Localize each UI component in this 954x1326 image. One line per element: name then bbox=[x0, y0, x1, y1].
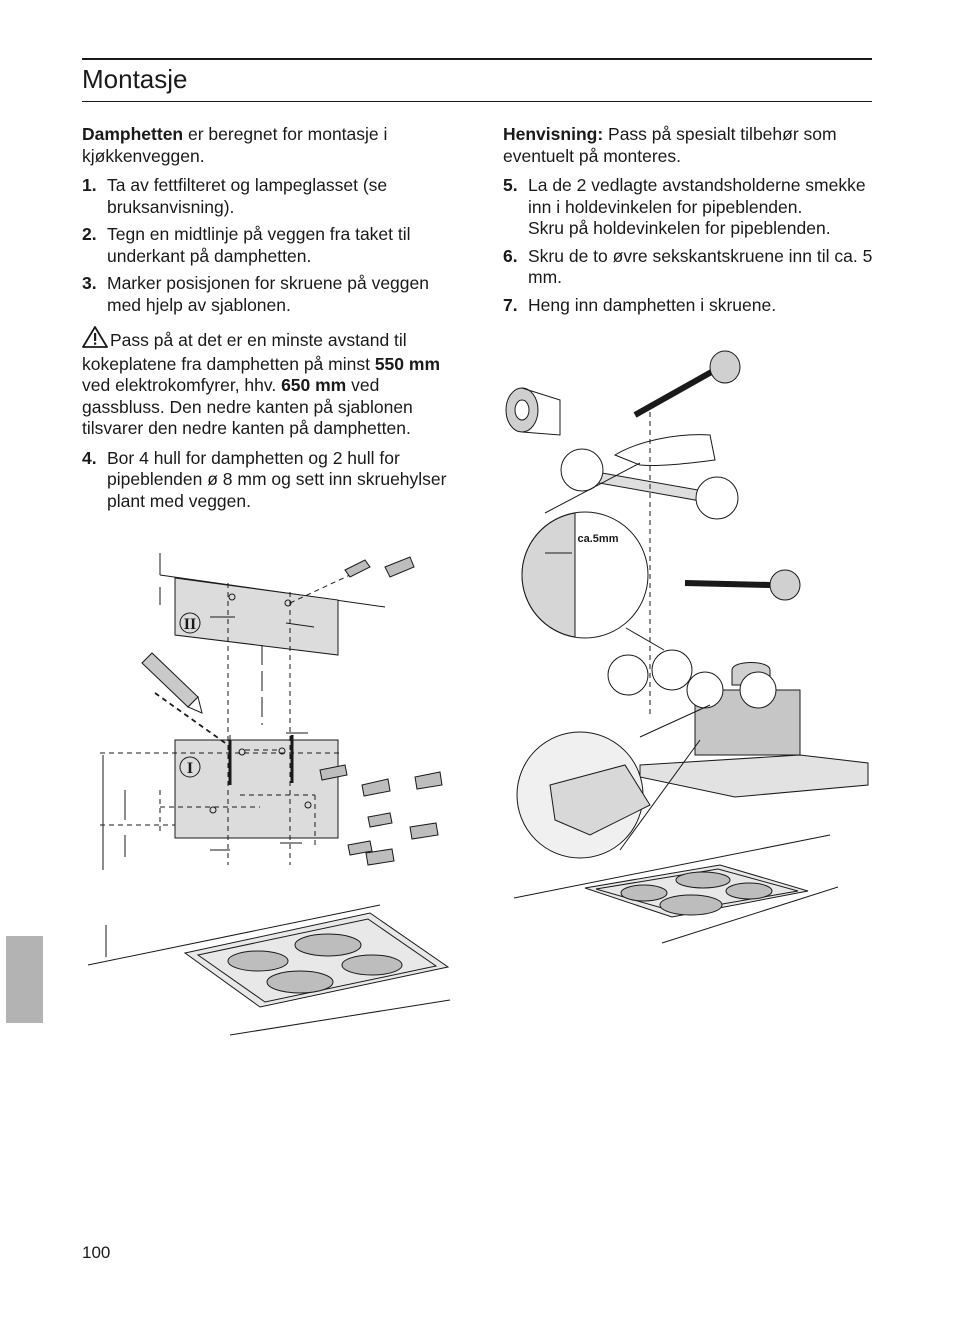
step-5-line-1: La de 2 vedlagte avstandsholderne smekke… bbox=[528, 175, 866, 217]
hood-mounting-illustration: ca.5mm bbox=[505, 350, 869, 944]
section-side-tab bbox=[6, 936, 43, 1023]
step-3: 3. Marker posisjonen for skruene på vegg… bbox=[82, 273, 452, 316]
step-6: 6. Skru de to øvre sekskantskruene inn t… bbox=[503, 246, 873, 289]
step-7: 7. Heng inn damphetten i skruene. bbox=[503, 295, 873, 317]
step-number: 5. bbox=[503, 175, 518, 195]
step-text: Bor 4 hull for damphetten og 2 hull for … bbox=[107, 447, 447, 511]
drilling-template-illustration: II I bbox=[87, 553, 451, 1036]
warning-text-1: Pass på at det er en minste avstand til … bbox=[82, 330, 407, 374]
note-paragraph: Henvisning: Pass på spesialt tilbehør so… bbox=[503, 124, 873, 167]
callout-label: ca.5mm bbox=[578, 533, 619, 545]
intro-paragraph: Damphetten er beregnet for montasje i kj… bbox=[82, 124, 452, 167]
warning-text-2: ved elektrokomfyrer, hhv. bbox=[82, 375, 282, 395]
warning-bold-1: 550 mm bbox=[374, 353, 441, 374]
step-2: 2. Tegn en midtlinje på veggen fra taket… bbox=[82, 224, 452, 267]
step-number: 7. bbox=[503, 294, 518, 315]
template-lower-label: I bbox=[187, 760, 193, 777]
step-1: 1. Ta av fettfilteret og lampeglasset (s… bbox=[82, 175, 452, 218]
step-number: 4. bbox=[82, 447, 97, 468]
step-text: La de 2 vedlagte avstandsholderne smekke… bbox=[528, 175, 873, 240]
step-number: 3. bbox=[82, 273, 97, 293]
right-column: Henvisning: Pass på spesialt tilbehør so… bbox=[503, 124, 873, 322]
step-text: Ta av fettfilteret og lampeglasset (se b… bbox=[107, 175, 388, 217]
warning-triangle-icon bbox=[82, 326, 108, 354]
step-text: Skru de to øvre sekskantskruene inn til … bbox=[528, 245, 873, 288]
left-column: Damphetten er beregnet for montasje i kj… bbox=[82, 124, 452, 518]
template-upper-label: II bbox=[184, 616, 196, 633]
step-number: 1. bbox=[82, 175, 97, 195]
step-text: Heng inn damphetten i skruene. bbox=[528, 294, 777, 315]
note-bold: Henvisning: bbox=[503, 124, 604, 144]
warning-bold-2: 650 mm bbox=[281, 375, 347, 395]
step-text: Tegn en midtlinje på veggen fra taket ti… bbox=[107, 224, 411, 266]
header-rule-top bbox=[82, 58, 872, 60]
page-title: Montasje bbox=[82, 64, 188, 94]
step-5: 5. La de 2 vedlagte avstandsholderne sme… bbox=[503, 175, 873, 240]
intro-text: er beregnet for montasje i kjøkkenveggen… bbox=[82, 124, 388, 166]
intro-bold: Damphetten bbox=[82, 124, 184, 144]
page-number: 100 bbox=[82, 1243, 111, 1262]
header-rule-bottom bbox=[82, 101, 872, 102]
step-number: 6. bbox=[503, 245, 518, 266]
warning-text-3: ved gassbluss. Den nedre kanten på sjabl… bbox=[82, 375, 413, 438]
step-number: 2. bbox=[82, 224, 97, 244]
step-4: 4. Bor 4 hull for damphetten og 2 hull f… bbox=[82, 448, 452, 513]
note-text: Pass på spesialt tilbehør som eventuelt … bbox=[503, 124, 837, 166]
warning-paragraph: Pass på at det er en minste avstand til … bbox=[82, 326, 452, 440]
step-text: Marker posisjonen for skruene på veggen … bbox=[107, 273, 429, 315]
step-5-line-2: Skru på holdevinkelen for pipeblenden. bbox=[528, 218, 831, 238]
